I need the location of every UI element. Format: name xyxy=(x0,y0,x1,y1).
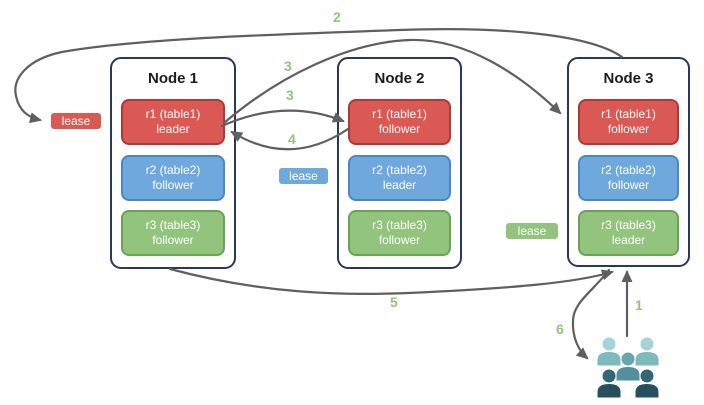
replica-range-label: r3 (table3) xyxy=(372,218,427,232)
replica-role-label: follower xyxy=(378,233,421,247)
node-2-replica-r2: r2 (table2) leader xyxy=(348,155,451,201)
arrow-step-3-leader-to-node2 xyxy=(220,109,345,128)
node-2-box: Node 2 r1 (table1) follower r2 (table2) … xyxy=(337,57,462,269)
step-label-5: 5 xyxy=(390,294,398,310)
arrow-step-6-gateway-to-client xyxy=(571,268,611,360)
step-label-6: 6 xyxy=(556,321,564,337)
node-1-replica-r1: r1 (table1) leader xyxy=(121,99,225,145)
node-1-replica-r2: r2 (table2) follower xyxy=(121,155,225,201)
replica-role-label: follower xyxy=(152,233,194,247)
node-1-box: Node 1 r1 (table1) leader r2 (table2) fo… xyxy=(110,57,236,269)
step-label-3b: 3 xyxy=(286,87,294,103)
node-2-title: Node 2 xyxy=(374,70,425,87)
node-1-title: Node 1 xyxy=(147,70,198,87)
replica-role-label: follower xyxy=(378,122,421,136)
node-3-box: Node 3 r1 (table1) follower r2 (table2) … xyxy=(567,57,690,267)
step-label-4: 4 xyxy=(288,131,296,147)
replica-range-label: r2 (table2) xyxy=(601,163,656,177)
replica-range-label: r1 (table1) xyxy=(372,107,427,121)
replica-range-label: r3 (table3) xyxy=(145,218,201,232)
lease-badge-r2: lease xyxy=(277,166,330,186)
replica-range-label: r2 (table2) xyxy=(145,163,201,177)
node-2-replica-r3: r3 (table3) follower xyxy=(348,210,451,256)
arrow-step-5-leader-to-gateway xyxy=(168,267,614,295)
replica-role-label: follower xyxy=(152,178,194,192)
lease-badge-r3: lease xyxy=(504,221,560,241)
users-group-icon xyxy=(597,337,659,398)
node-3-replica-r2: r2 (table2) follower xyxy=(578,155,679,201)
replica-range-label: r1 (table1) xyxy=(601,107,656,121)
node-3-title: Node 3 xyxy=(603,70,654,87)
step-label-3a: 3 xyxy=(284,58,292,74)
replica-role-label: follower xyxy=(607,178,650,192)
replica-role-label: leader xyxy=(156,122,190,136)
node-2-replica-r1: r1 (table1) follower xyxy=(348,99,451,145)
replica-role-label: follower xyxy=(607,122,650,136)
replica-range-label: r1 (table1) xyxy=(145,107,201,121)
step-label-2: 2 xyxy=(333,9,341,25)
replica-range-label: r2 (table2) xyxy=(372,163,427,177)
lease-badge-r1: lease xyxy=(49,111,103,131)
arrow-step-2-gateway-to-leaseholder xyxy=(14,28,624,124)
node-3-replica-r1: r1 (table1) follower xyxy=(578,99,679,145)
replica-range-label: r3 (table3) xyxy=(601,218,656,232)
replica-role-label: leader xyxy=(382,178,417,192)
replica-role-label: leader xyxy=(611,233,646,247)
step-label-1: 1 xyxy=(635,297,643,313)
node-1-replica-r3: r3 (table3) follower xyxy=(121,210,225,256)
node-3-replica-r3: r3 (table3) leader xyxy=(578,210,679,256)
